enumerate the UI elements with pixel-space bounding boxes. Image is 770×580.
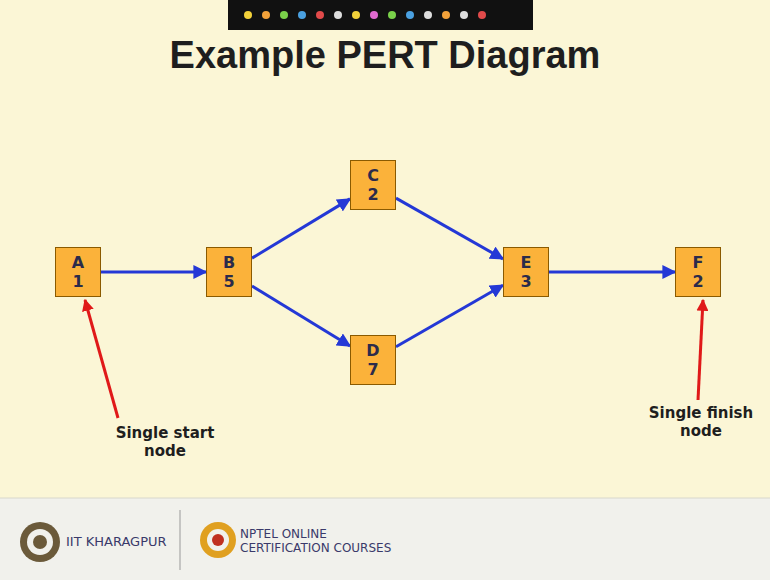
footer-rule <box>0 498 770 499</box>
slide-title: Example PERT Diagram <box>0 34 770 77</box>
activity-duration: 2 <box>692 272 703 291</box>
activity-box: A1 <box>55 247 101 297</box>
precedence-arrow <box>252 286 350 346</box>
callout-arrow <box>85 300 118 418</box>
toolbar <box>228 0 533 30</box>
activity-box: D7 <box>350 335 396 385</box>
activity-name: B <box>223 253 235 272</box>
callout-arrow <box>698 300 703 400</box>
callout-text: Single start node <box>105 424 225 460</box>
activity-box: E3 <box>503 247 549 297</box>
activity-box: F2 <box>675 247 721 297</box>
precedence-arrow <box>396 285 503 347</box>
activity-name: D <box>366 341 379 360</box>
activity-duration: 1 <box>72 272 83 291</box>
activity-box: B5 <box>206 247 252 297</box>
activity-duration: 5 <box>223 272 234 291</box>
precedence-arrow <box>252 199 350 258</box>
activity-box: C2 <box>350 160 396 210</box>
activity-duration: 2 <box>367 185 378 204</box>
activity-name: C <box>367 166 379 185</box>
course-banner: NPTEL ONLINE CERTIFICATION COURSES <box>240 527 420 555</box>
activity-name: F <box>693 253 704 272</box>
activity-name: A <box>72 253 84 272</box>
footer-divider <box>180 510 181 570</box>
nptel-logo <box>200 522 236 558</box>
activity-duration: 3 <box>520 272 531 291</box>
toolbar-icons <box>244 11 486 19</box>
institute-name: IIT KHARAGPUR <box>66 534 174 549</box>
activity-name: E <box>521 253 532 272</box>
footer-band <box>0 498 770 580</box>
precedence-arrow <box>549 271 675 274</box>
precedence-arrow <box>396 198 503 259</box>
callout-text: Single finish node <box>642 404 760 440</box>
activity-duration: 7 <box>367 360 378 379</box>
precedence-arrow <box>101 271 206 274</box>
iit-logo <box>20 522 60 562</box>
